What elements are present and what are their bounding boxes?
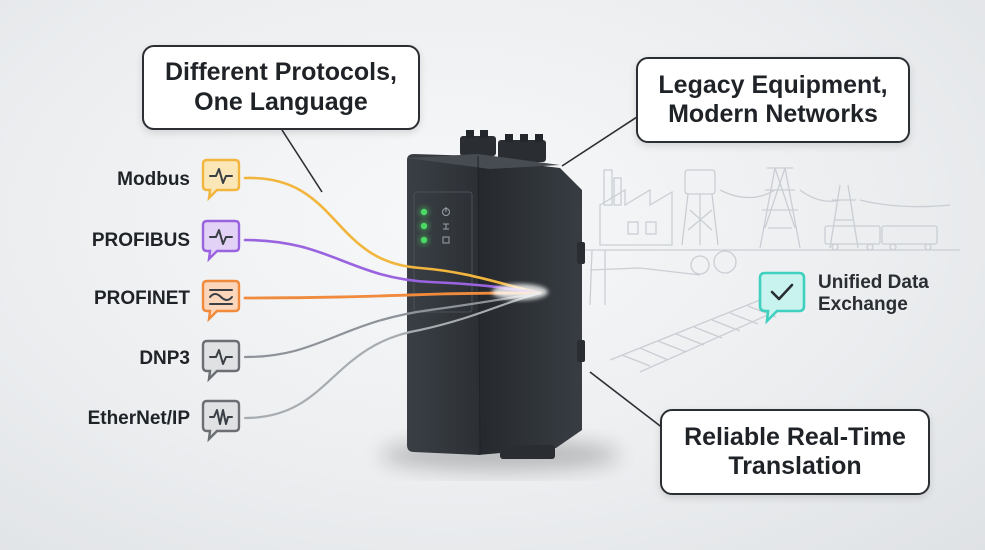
- protocol-label-dnp3: DNP3: [139, 348, 190, 369]
- callout-legacy-equipment: Legacy Equipment, Modern Networks: [636, 57, 910, 143]
- callout-line: Different Protocols,: [165, 58, 397, 86]
- pulse-chat-icon: [201, 218, 241, 262]
- protocol-label-profibus: PROFIBUS: [91, 230, 190, 251]
- callout-line: One Language: [194, 87, 368, 116]
- callout-line: Legacy Equipment,: [658, 70, 888, 99]
- pulse-chat-icon: [201, 157, 241, 201]
- pulse-chat-icon: [201, 338, 241, 382]
- gateway-device: [407, 130, 585, 459]
- callout-line: Modern Networks: [668, 100, 878, 128]
- unified-label-line: Exchange: [818, 294, 908, 316]
- pulse-chat-icon: [201, 398, 241, 442]
- callout-reliable-translation: Reliable Real-Time Translation: [660, 409, 930, 495]
- callout-line: Translation: [728, 452, 862, 480]
- checkmark-chat-icon: [757, 270, 807, 324]
- modbus-signal-line: [243, 176, 542, 295]
- unified-label-line: Unified Data: [818, 272, 929, 293]
- protocol-label-profinet: PROFINET: [93, 288, 190, 309]
- network-icon: [443, 223, 449, 230]
- callout-line: Reliable Real-Time: [684, 422, 906, 451]
- status-icon: [442, 236, 450, 244]
- protocol-label-modbus: Modbus: [117, 169, 190, 190]
- ethernetip-signal-line: [243, 291, 542, 420]
- protocol-signal-lines: [243, 176, 759, 420]
- callout-different-protocols: Different Protocols, One Language: [142, 45, 420, 130]
- protocol-label-ethernetip: EtherNet/IP: [87, 408, 190, 429]
- unified-data-exchange-label: Unified Data Exchange: [818, 272, 968, 317]
- wave-chat-icon: [201, 278, 241, 322]
- callout-pointers: [281, 114, 669, 433]
